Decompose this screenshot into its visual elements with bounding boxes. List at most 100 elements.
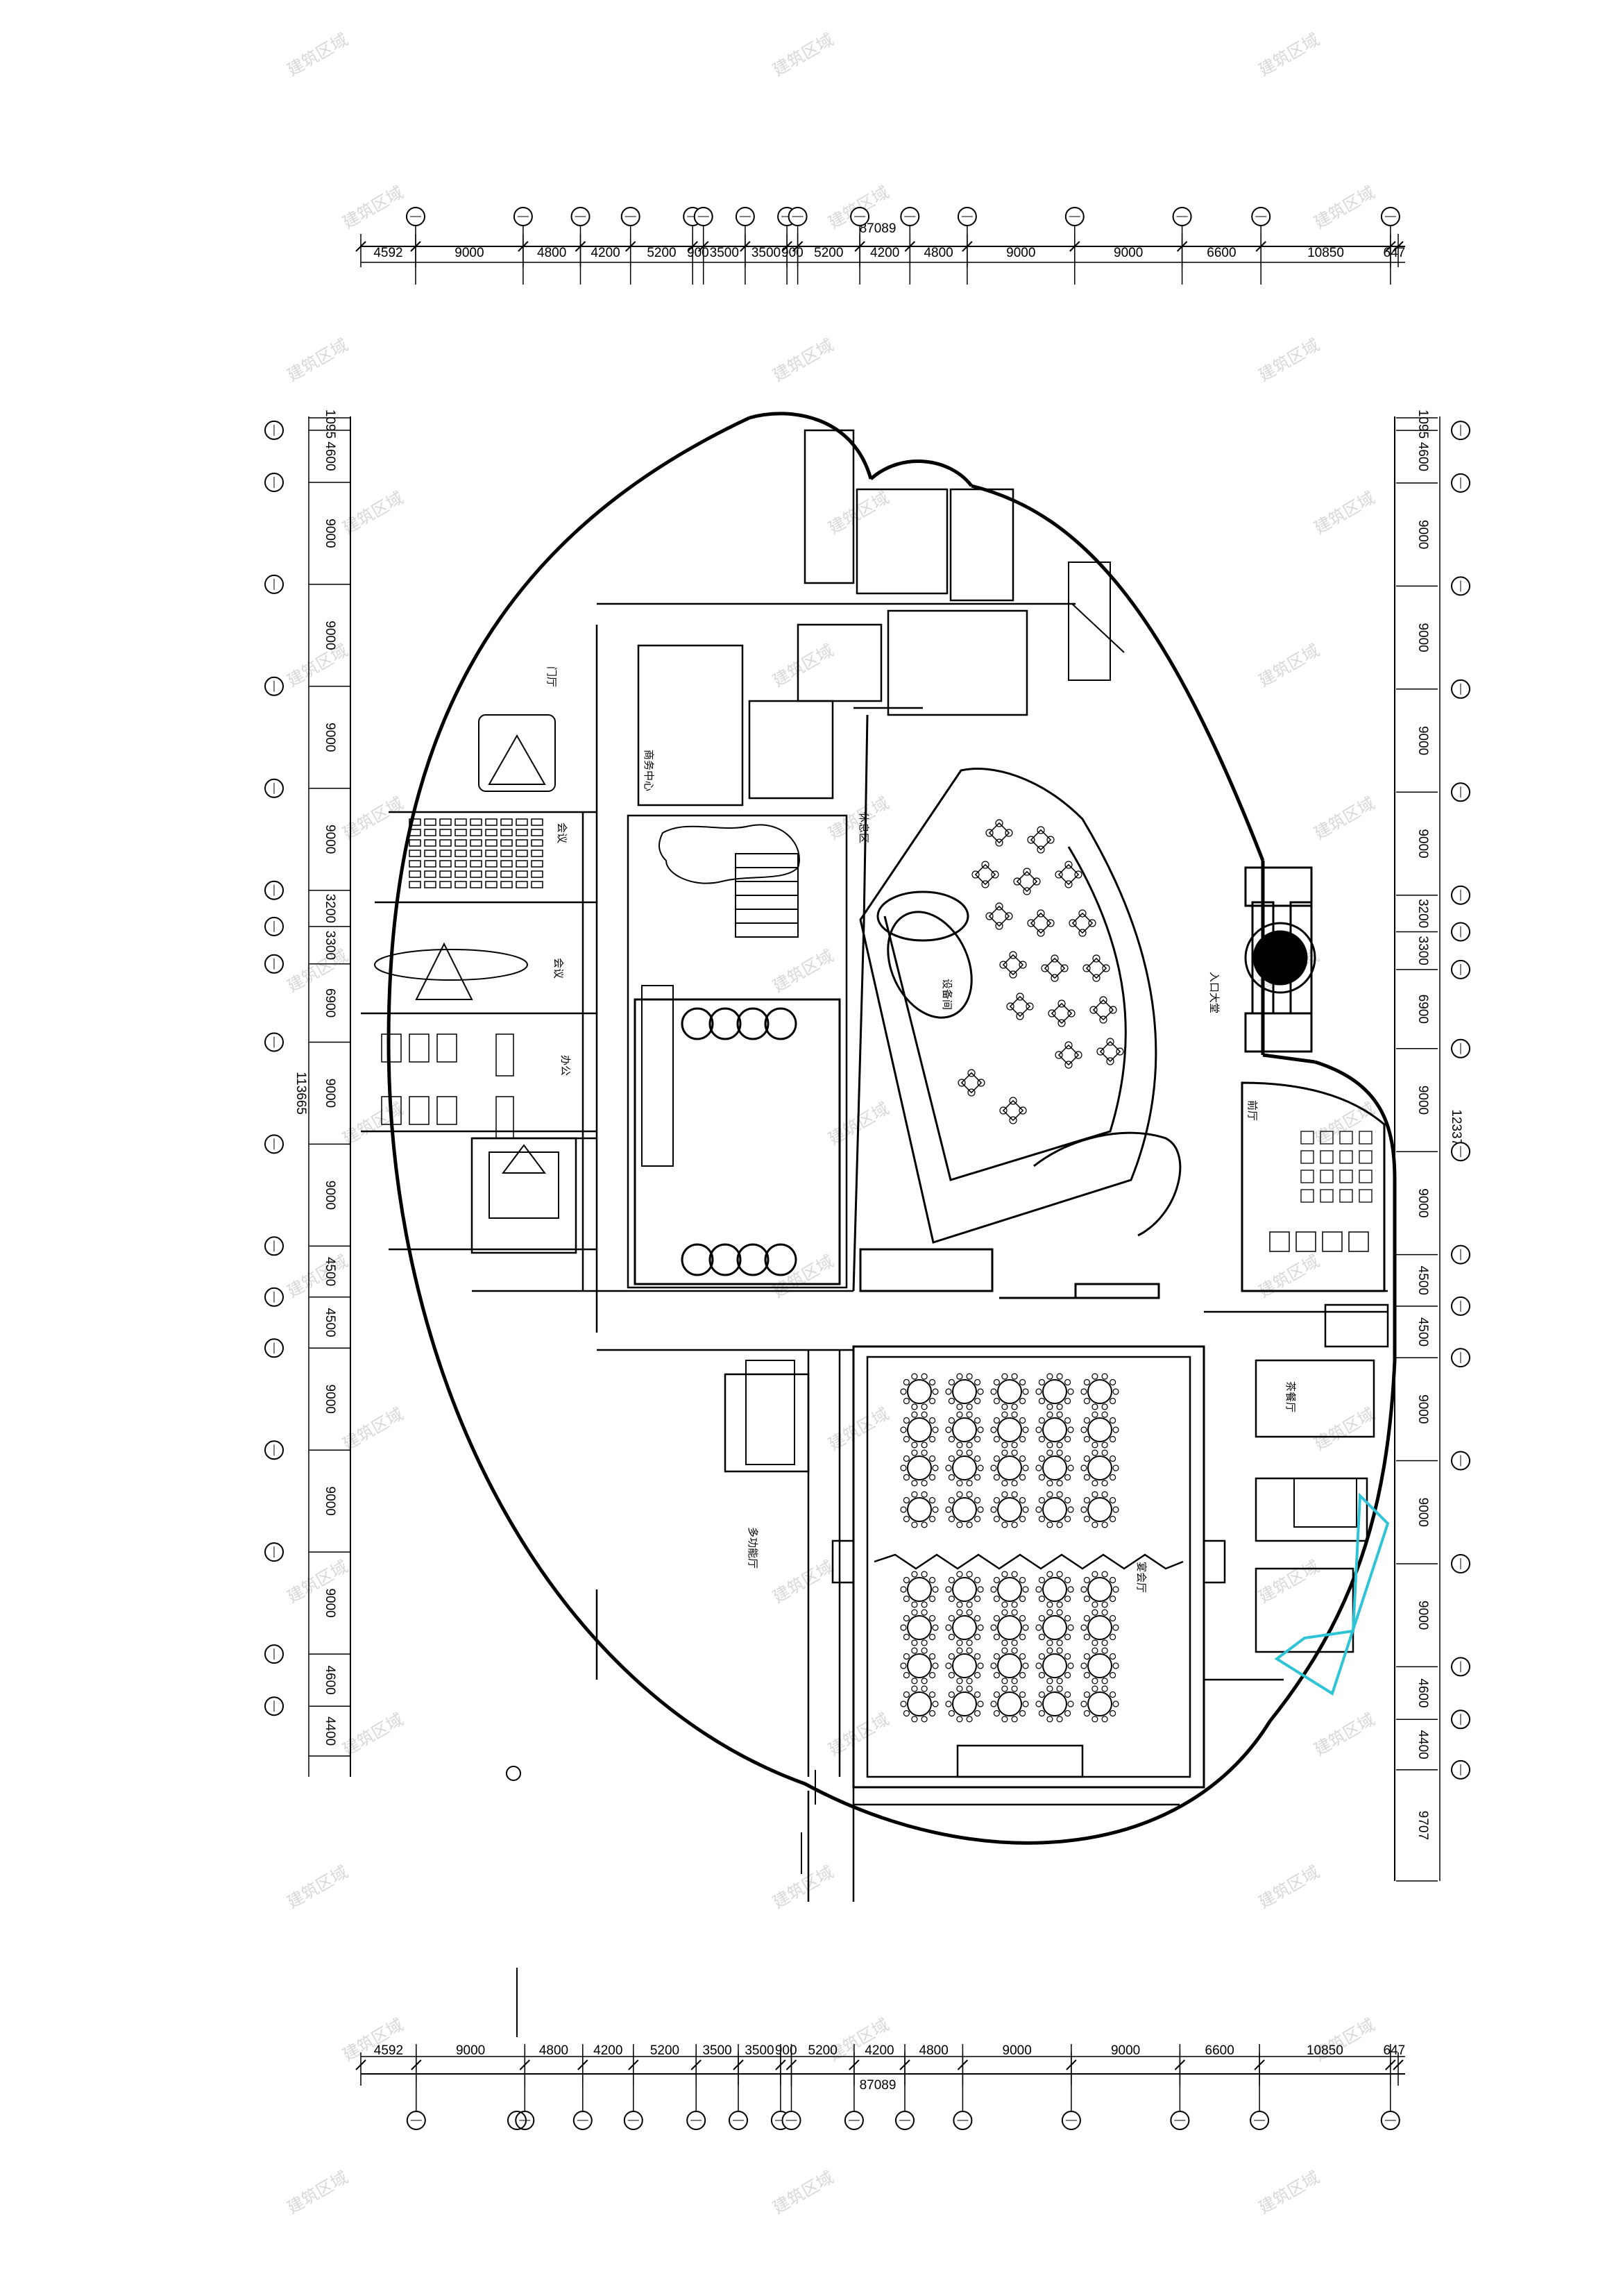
dimension-value: 5200 xyxy=(808,2043,838,2058)
dimension-value: 9000 xyxy=(1416,1394,1430,1424)
dimension-value: 6600 xyxy=(1207,246,1236,260)
round-table xyxy=(990,1491,1029,1528)
round-table xyxy=(990,1449,1029,1487)
lounge-seat-cluster xyxy=(1027,826,1055,854)
dimension-value: 4600 xyxy=(1416,1678,1430,1707)
room-label: 会议 xyxy=(556,822,568,843)
lounge-seat-cluster xyxy=(1069,909,1096,937)
watermark-text: 建筑区域 xyxy=(284,1862,351,1912)
dimension-value: 9000 xyxy=(323,825,337,854)
round-table xyxy=(1080,1609,1119,1646)
round-table xyxy=(1080,1685,1119,1723)
watermark-text: 建筑区域 xyxy=(1311,1710,1378,1759)
dimension-value: 10850 xyxy=(1307,2043,1343,2058)
banquet-round-tables xyxy=(900,1373,1119,1723)
watermark-text: 建筑区域 xyxy=(770,641,837,691)
round-table xyxy=(1035,1571,1074,1608)
dimension-value: 9000 xyxy=(323,1181,337,1210)
round-table xyxy=(900,1411,939,1449)
round-table xyxy=(945,1373,984,1410)
lounge-seat-cluster xyxy=(1096,1038,1124,1065)
conference-furniture xyxy=(374,714,559,1219)
dimension-value: 9000 xyxy=(323,1385,337,1414)
watermark-text: 建筑区域 xyxy=(339,1710,407,1759)
round-table xyxy=(1035,1491,1074,1528)
watermark-text: 建筑区域 xyxy=(1255,1557,1323,1607)
lounge-seat-cluster xyxy=(971,861,999,888)
room-label: 前厅 xyxy=(1246,1100,1259,1121)
lounge-seat-cluster xyxy=(1006,993,1034,1020)
round-table xyxy=(1080,1571,1119,1608)
lounge-seat-cluster xyxy=(999,951,1027,979)
lounge-seat-cluster xyxy=(1013,868,1041,895)
round-table xyxy=(900,1685,939,1723)
dimension-value: 4500 xyxy=(323,1308,337,1337)
top-axis-bubbles xyxy=(406,207,1400,285)
dimension-value: 6900 xyxy=(1416,995,1430,1024)
lounge-seat-cluster xyxy=(1082,954,1110,982)
round-table xyxy=(945,1647,984,1685)
dimension-value: 1095 xyxy=(1416,410,1430,439)
dimension-value: 5200 xyxy=(647,246,676,260)
room-label: 办公 xyxy=(559,1055,572,1076)
dimension-value: 3300 xyxy=(1416,936,1430,965)
round-table xyxy=(900,1571,939,1608)
lounge-seat-cluster xyxy=(958,1069,985,1097)
dimension-value: 4800 xyxy=(539,2043,568,2058)
dimension-value: 6900 xyxy=(323,988,337,1018)
room-label: 入口大堂 xyxy=(1208,972,1221,1013)
room-label: 宴会厅 xyxy=(1135,1562,1148,1593)
dimension-value: 4600 xyxy=(323,441,337,471)
dimension-value: 9000 xyxy=(323,621,337,650)
watermark-text: 建筑区域 xyxy=(770,1557,837,1607)
dimension-value: 9000 xyxy=(323,1079,337,1108)
round-table xyxy=(990,1609,1029,1646)
dimension-value: 5200 xyxy=(814,246,843,260)
round-table xyxy=(990,1411,1029,1449)
watermark-text: 建筑区域 xyxy=(770,30,837,80)
watermark-text: 建筑区域 xyxy=(1311,793,1378,843)
round-table xyxy=(1080,1449,1119,1487)
dimension-value: 6600 xyxy=(1205,2043,1234,2058)
dimension-value: 3500 xyxy=(751,246,781,260)
dimension-value: 3500 xyxy=(745,2043,774,2058)
room-label: 多功能厅 xyxy=(747,1527,759,1569)
watermark-text: 建筑区域 xyxy=(1311,183,1378,233)
misc-marks xyxy=(506,1766,816,2130)
dimension-value: 10850 xyxy=(1307,246,1344,260)
dimension-value: 9000 xyxy=(1416,1601,1430,1630)
round-table xyxy=(1035,1449,1074,1487)
highlighted-room-outline xyxy=(1274,1492,1390,1696)
dimension-value: 9000 xyxy=(1006,246,1035,260)
right-axis-bubbles xyxy=(1451,421,1470,1780)
left-axis-bubbles xyxy=(264,420,284,1716)
round-table xyxy=(900,1373,939,1410)
watermark-text: 建筑区域 xyxy=(770,946,837,996)
round-table xyxy=(945,1411,984,1449)
dimension-value: 3200 xyxy=(1416,899,1430,928)
round-table xyxy=(990,1373,1029,1410)
dimension-value: 4200 xyxy=(590,246,620,260)
watermark-text: 建筑区域 xyxy=(1311,1404,1378,1454)
dimension-value: 9000 xyxy=(323,518,337,548)
top-total-dimension: 87089 xyxy=(860,221,897,236)
dimension-value: 9000 xyxy=(1416,623,1430,652)
watermark-text: 建筑区域 xyxy=(1255,2168,1323,2218)
watermark-text: 建筑区域 xyxy=(284,946,351,996)
bottom-axis-bubbles xyxy=(406,2044,1400,2130)
lounge-seat-cluster xyxy=(1055,1041,1082,1069)
round-table xyxy=(900,1647,939,1685)
interior-walls xyxy=(361,429,1389,1902)
round-table xyxy=(1035,1373,1074,1410)
lounge-seat-cluster xyxy=(1089,996,1117,1024)
dimension-value: 900 xyxy=(775,2043,797,2058)
watermark-text: 建筑区域 xyxy=(284,335,351,385)
dimension-value: 4600 xyxy=(1416,442,1430,471)
dimension-value: 4200 xyxy=(593,2043,622,2058)
dimension-value: 9000 xyxy=(323,1487,337,1516)
left-total-dimension: 113665 xyxy=(294,1072,308,1115)
room-label: 商务中心 xyxy=(643,750,655,791)
auditorium-seat-rows xyxy=(409,818,543,888)
round-table xyxy=(1035,1411,1074,1449)
watermark-text: 建筑区域 xyxy=(825,1404,892,1454)
